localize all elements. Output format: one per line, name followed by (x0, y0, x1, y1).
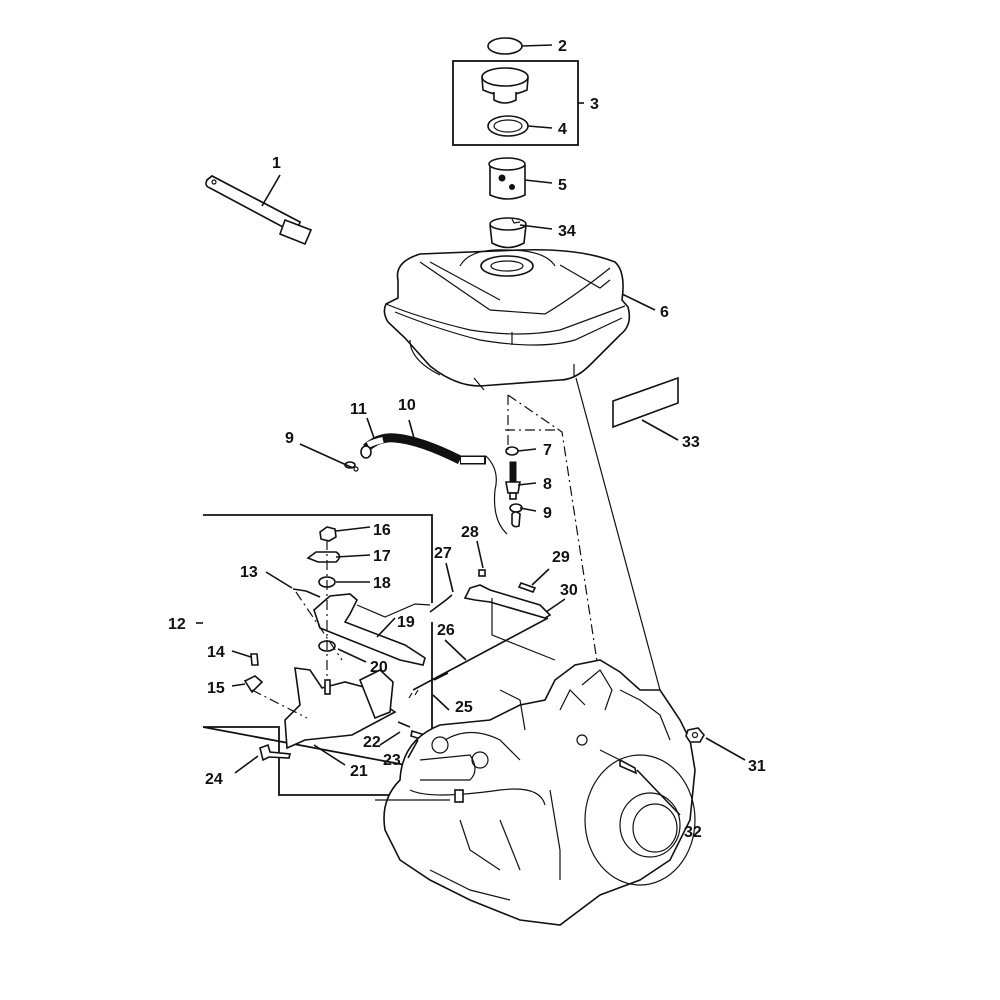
callout-34: 34 (558, 223, 576, 240)
callout-13: 13 (240, 564, 258, 581)
part-spring-27 (429, 594, 453, 613)
callout-11: 11 (350, 401, 367, 418)
callout-7: 7 (543, 442, 552, 459)
callout-5: 5 (558, 177, 567, 194)
part-clamp-15 (243, 675, 264, 694)
part-fuel-tank (383, 248, 631, 391)
callout-18: 18 (373, 575, 391, 592)
part-bolt-32 (619, 758, 638, 775)
part-fuel-strainer (488, 157, 526, 200)
part-fuel-cap (481, 67, 529, 104)
callout-3: 3 (590, 96, 599, 113)
part-bolt-29 (517, 582, 537, 593)
callout-1: 1 (272, 155, 281, 172)
assembly-guide-lines (505, 377, 661, 691)
part-cap-gasket (487, 115, 529, 137)
part-spring-22 (397, 721, 411, 728)
part-washer-7 (505, 446, 519, 456)
leader-lines (196, 44, 746, 816)
part-seal-ring (487, 37, 523, 55)
callout-30: 30 (560, 582, 578, 599)
callout-labels: 1 2 3 4 5 6 7 8 9 9 10 11 12 13 14 15 16… (168, 38, 766, 841)
callout-28: 28 (461, 524, 479, 541)
callout-19: 19 (397, 614, 415, 631)
callout-2: 2 (558, 38, 567, 55)
part-label (612, 376, 679, 429)
callout-16: 16 (373, 522, 391, 539)
callout-14: 14 (207, 644, 225, 661)
callout-31: 31 (748, 758, 766, 775)
part-governor-arm (463, 584, 552, 619)
callout-26: 26 (437, 622, 455, 639)
callout-20: 20 (370, 659, 388, 676)
callout-15: 15 (207, 680, 225, 697)
callout-12: 12 (168, 616, 186, 633)
part-spring-13 (292, 588, 321, 598)
part-bolt-24 (259, 743, 292, 762)
part-rod-26 (412, 617, 549, 691)
part-spring-25 (433, 672, 449, 681)
callout-24: 24 (205, 771, 223, 788)
part-control-base (284, 667, 397, 750)
part-control-lever (313, 593, 431, 666)
callout-9-right: 9 (543, 505, 552, 522)
part-tool-wrench (205, 175, 313, 246)
part-nut-31 (685, 727, 705, 743)
part-screw-14 (250, 653, 259, 666)
part-fuel-hose (360, 433, 508, 535)
part-filler-neck (489, 217, 527, 249)
part-fuel-valve (505, 461, 521, 500)
callout-33: 33 (682, 434, 700, 451)
callout-8: 8 (543, 476, 552, 493)
part-nut-28 (478, 569, 486, 577)
part-nut-16 (319, 526, 337, 542)
callout-25: 25 (455, 699, 473, 716)
callout-22: 22 (363, 734, 381, 751)
part-engine (375, 659, 696, 926)
callout-21: 21 (350, 763, 368, 780)
callout-27: 27 (434, 545, 452, 562)
callout-4: 4 (558, 121, 567, 138)
callout-32: 32 (684, 824, 702, 841)
part-plate-17 (306, 551, 341, 563)
callout-17: 17 (373, 548, 391, 565)
callout-9-left: 9 (285, 430, 294, 447)
callout-29: 29 (552, 549, 570, 566)
callout-10: 10 (398, 397, 416, 414)
callout-6: 6 (660, 304, 669, 321)
callout-23: 23 (383, 752, 401, 769)
